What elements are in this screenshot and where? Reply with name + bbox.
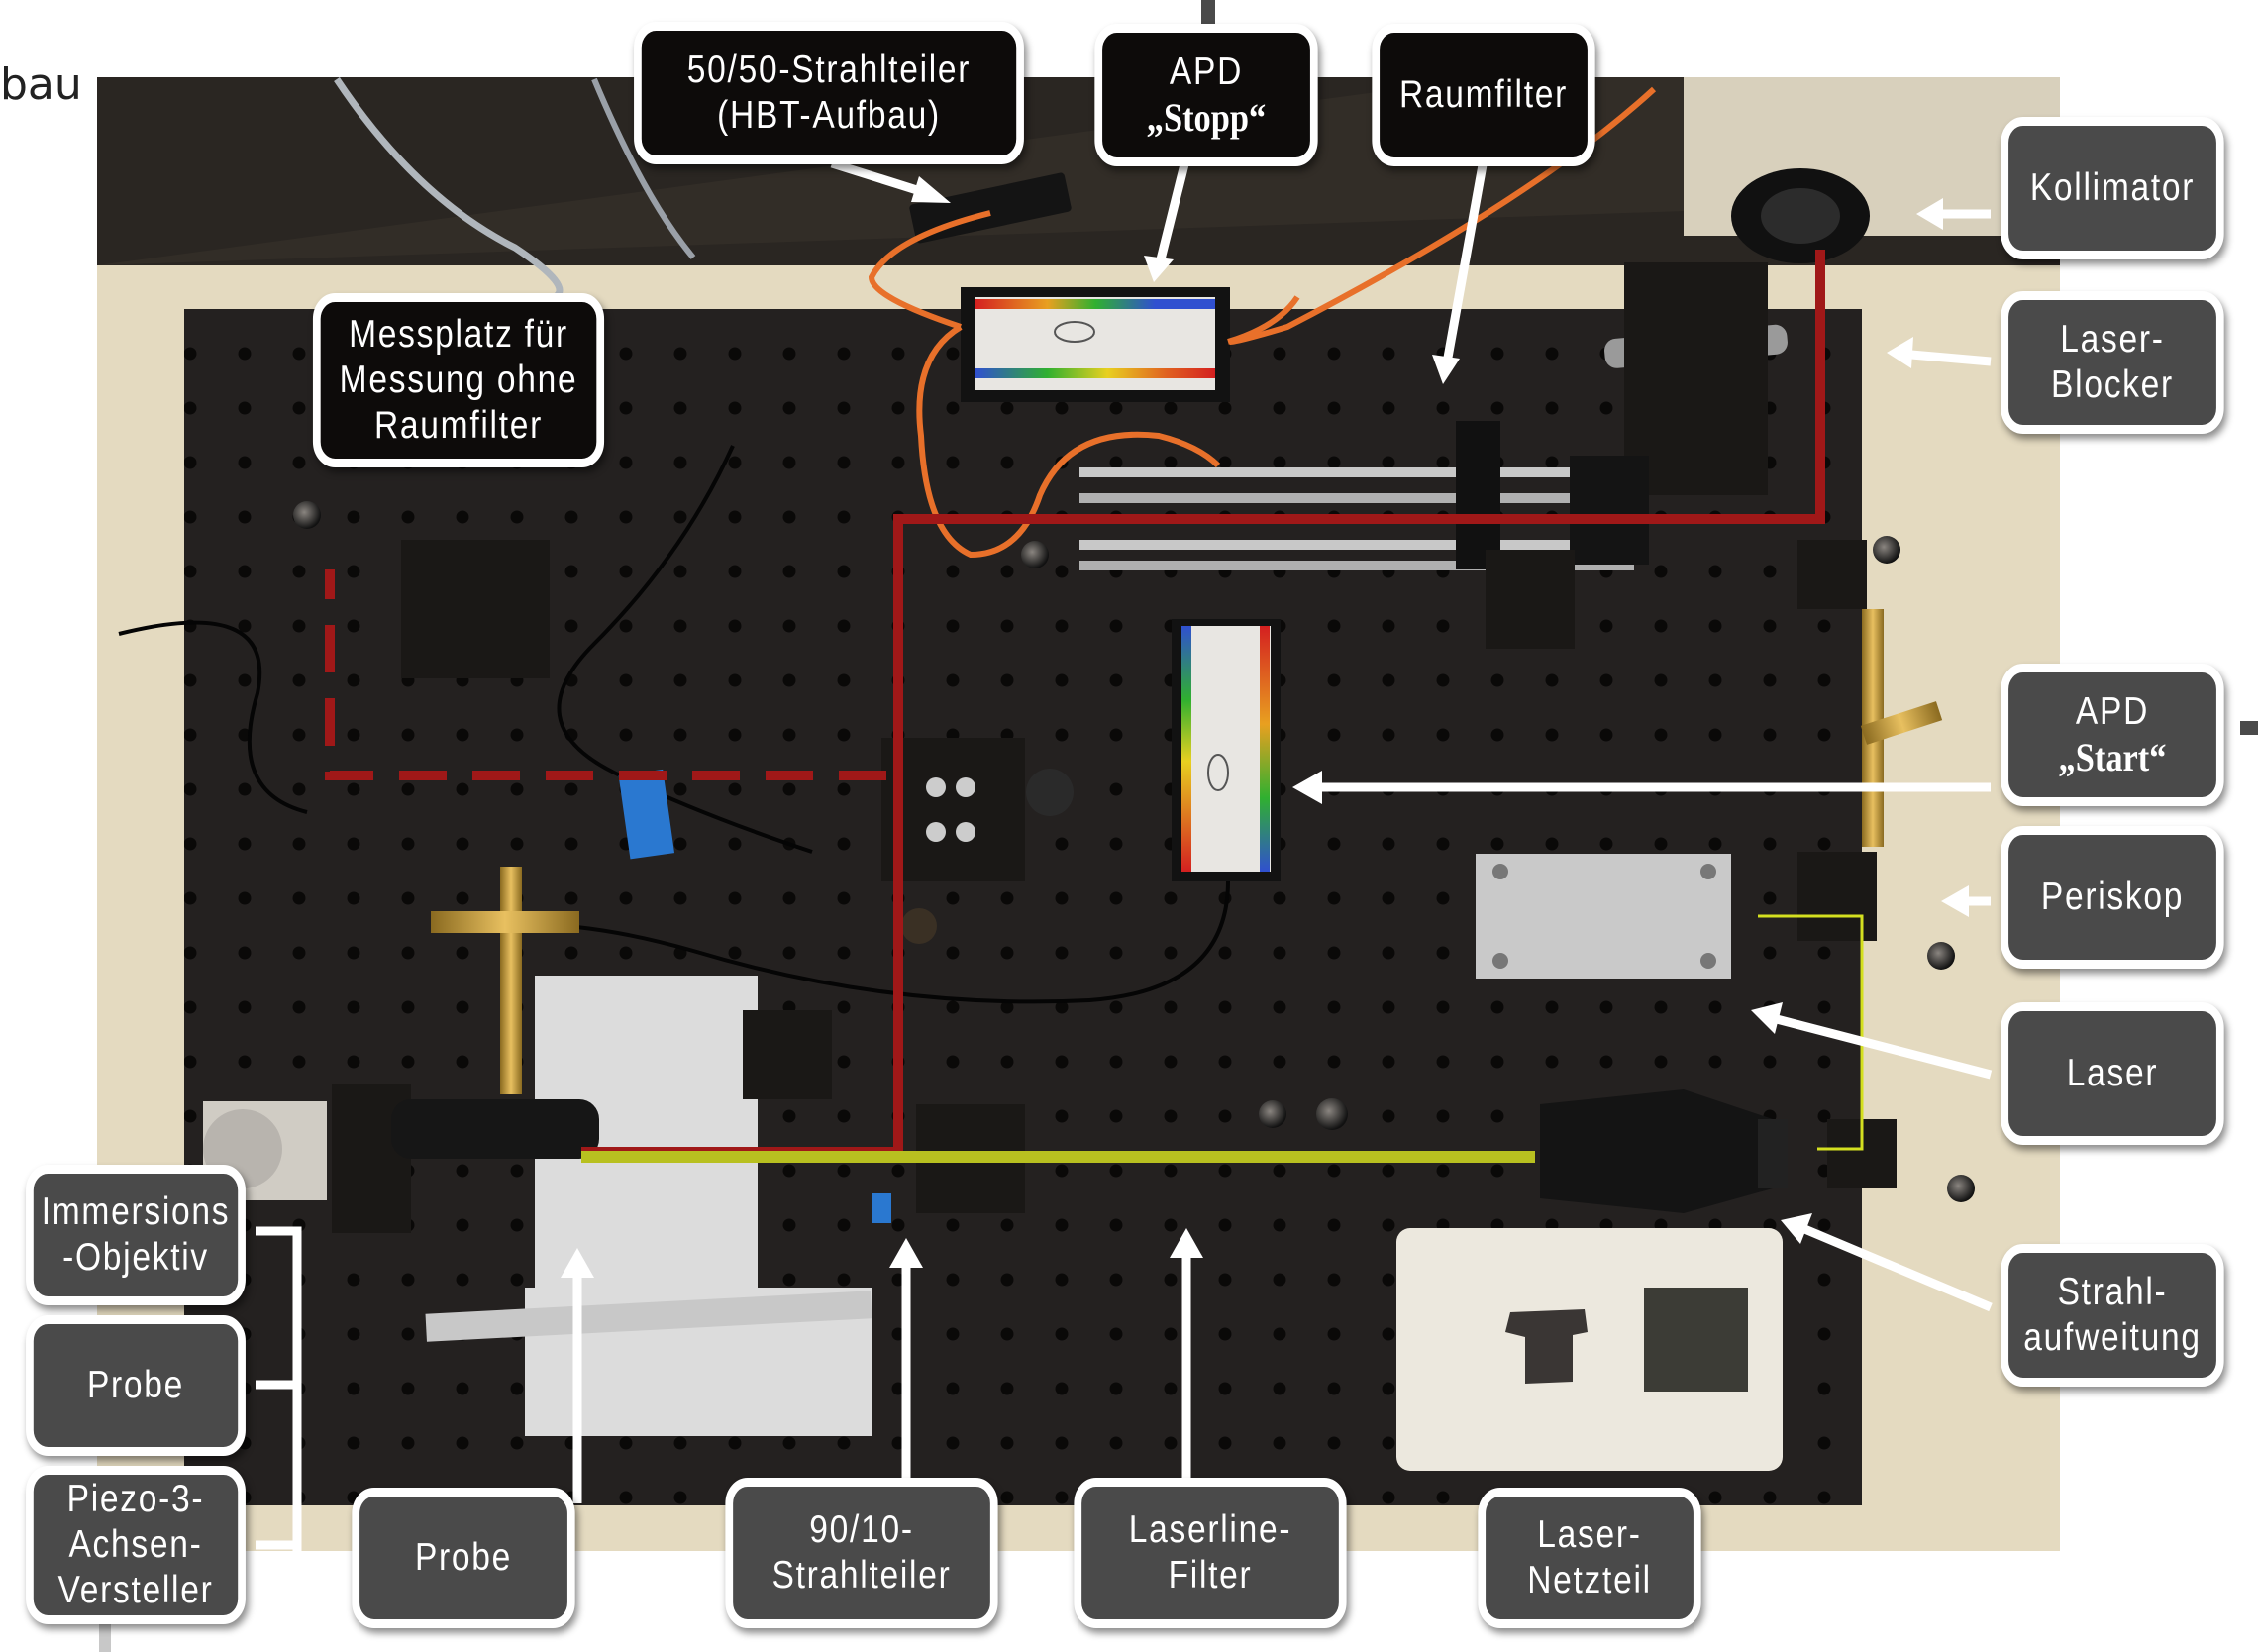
optical-mounts xyxy=(332,540,1897,1233)
callout-5050-line2: (HBT-Aufbau) xyxy=(717,94,941,137)
callout-laser-psu-line2: Netzteil xyxy=(1527,1559,1652,1601)
callout-piezo-line1: Piezo-3- xyxy=(66,1478,205,1520)
callout-apd-stop: APD „Stopp“ xyxy=(1094,24,1318,166)
adjustment-knobs xyxy=(293,501,1975,1202)
blue-tape xyxy=(618,769,891,1223)
callout-laser-blocker-line2: Blocker xyxy=(2051,363,2174,406)
callout-immersion-line1: Immersions xyxy=(41,1190,231,1233)
callout-5050-line1: 50/50-Strahlteiler xyxy=(686,49,972,91)
callout-apd-start-line1: APD xyxy=(2075,690,2150,733)
callout-collimator: Kollimator xyxy=(2001,117,2224,259)
callout-9010-line2: Strahlteiler xyxy=(771,1554,952,1597)
callout-measurement-line3: Raumfilter xyxy=(373,404,544,447)
callout-5050-beamsplitter: 50/50-Strahlteiler (HBT-Aufbau) xyxy=(634,22,1024,164)
offscreen-connectors xyxy=(99,0,2258,1652)
callout-periscope: Periskop xyxy=(2001,826,2224,969)
callout-apd-stop-line2: „Stopp“ xyxy=(1146,95,1267,140)
callout-laserline-line2: Filter xyxy=(1168,1554,1253,1597)
callout-laser-blocker-line1: Laser- xyxy=(2060,318,2165,361)
callout-immersion-objective: Immersions -Objektiv xyxy=(26,1165,246,1305)
callout-laser-psu: Laser- Netzteil xyxy=(1478,1488,1701,1628)
callout-sample-left: Probe xyxy=(26,1315,246,1456)
callout-collimator-line1: Kollimator xyxy=(2029,166,2196,209)
callout-apd-start-line2: „Start“ xyxy=(2058,735,2167,779)
laser-power-supply xyxy=(1396,1228,1783,1471)
callout-laserline-line1: Laserline- xyxy=(1128,1508,1292,1551)
background-cables xyxy=(334,77,696,301)
callout-piezo-stage: Piezo-3- Achsen- Versteller xyxy=(26,1466,246,1624)
laser-beam-paths xyxy=(325,250,1864,1163)
callout-measurement-line1: Messplatz für xyxy=(349,313,568,356)
callout-apd-stop-line1: APD xyxy=(1169,51,1244,93)
callout-spatial-filter-line1: Raumfilter xyxy=(1398,73,1569,116)
beam-yellow-periscope xyxy=(1758,914,1864,1151)
callout-laser-line1: Laser xyxy=(2066,1052,2159,1094)
beam-red-dashed xyxy=(325,569,886,780)
apd-start-device xyxy=(1172,619,1281,881)
callout-sample-bottom-line1: Probe xyxy=(414,1536,513,1579)
callout-sample-bottom: Probe xyxy=(352,1488,575,1628)
callout-connectors xyxy=(256,147,1993,1562)
apd-stop-device xyxy=(961,287,1230,402)
fiber-cables xyxy=(868,86,1657,559)
callout-beam-expander-line1: Strahl- xyxy=(2057,1271,2168,1313)
callout-measurement-line2: Messung ohne xyxy=(339,359,578,401)
callout-apd-start: APD „Start“ xyxy=(2001,664,2224,806)
callout-beam-expander: Strahl- aufweitung xyxy=(2001,1244,2224,1387)
callout-laser-psu-line1: Laser- xyxy=(1537,1513,1642,1556)
callout-9010-beamsplitter: 90/10- Strahlteiler xyxy=(725,1478,998,1628)
sample-stage-plate xyxy=(203,976,872,1436)
beam-expander xyxy=(1540,1089,1788,1213)
laser-housing xyxy=(1476,854,1731,979)
callout-piezo-line2: Achsen- xyxy=(68,1523,203,1566)
callout-measurement-station: Messplatz für Messung ohne Raumfilter xyxy=(312,293,605,467)
spatial-filter-rails xyxy=(1079,421,1649,570)
callout-laserline-filter: Laserline- Filter xyxy=(1074,1478,1347,1628)
callout-9010-line1: 90/10- xyxy=(809,1508,914,1551)
callout-laser: Laser xyxy=(2001,1002,2224,1145)
callout-laser-blocker: Laser- Blocker xyxy=(2001,291,2224,434)
callout-immersion-line2: -Objektiv xyxy=(62,1236,209,1279)
callout-beam-expander-line2: aufweitung xyxy=(2023,1316,2202,1359)
callout-spatial-filter: Raumfilter xyxy=(1372,24,1595,166)
heading-fragment: bau xyxy=(0,59,82,110)
callout-piezo-line3: Versteller xyxy=(57,1569,214,1611)
callout-periscope-line1: Periskop xyxy=(2040,876,2185,918)
callout-sample-left-line1: Probe xyxy=(86,1364,185,1406)
